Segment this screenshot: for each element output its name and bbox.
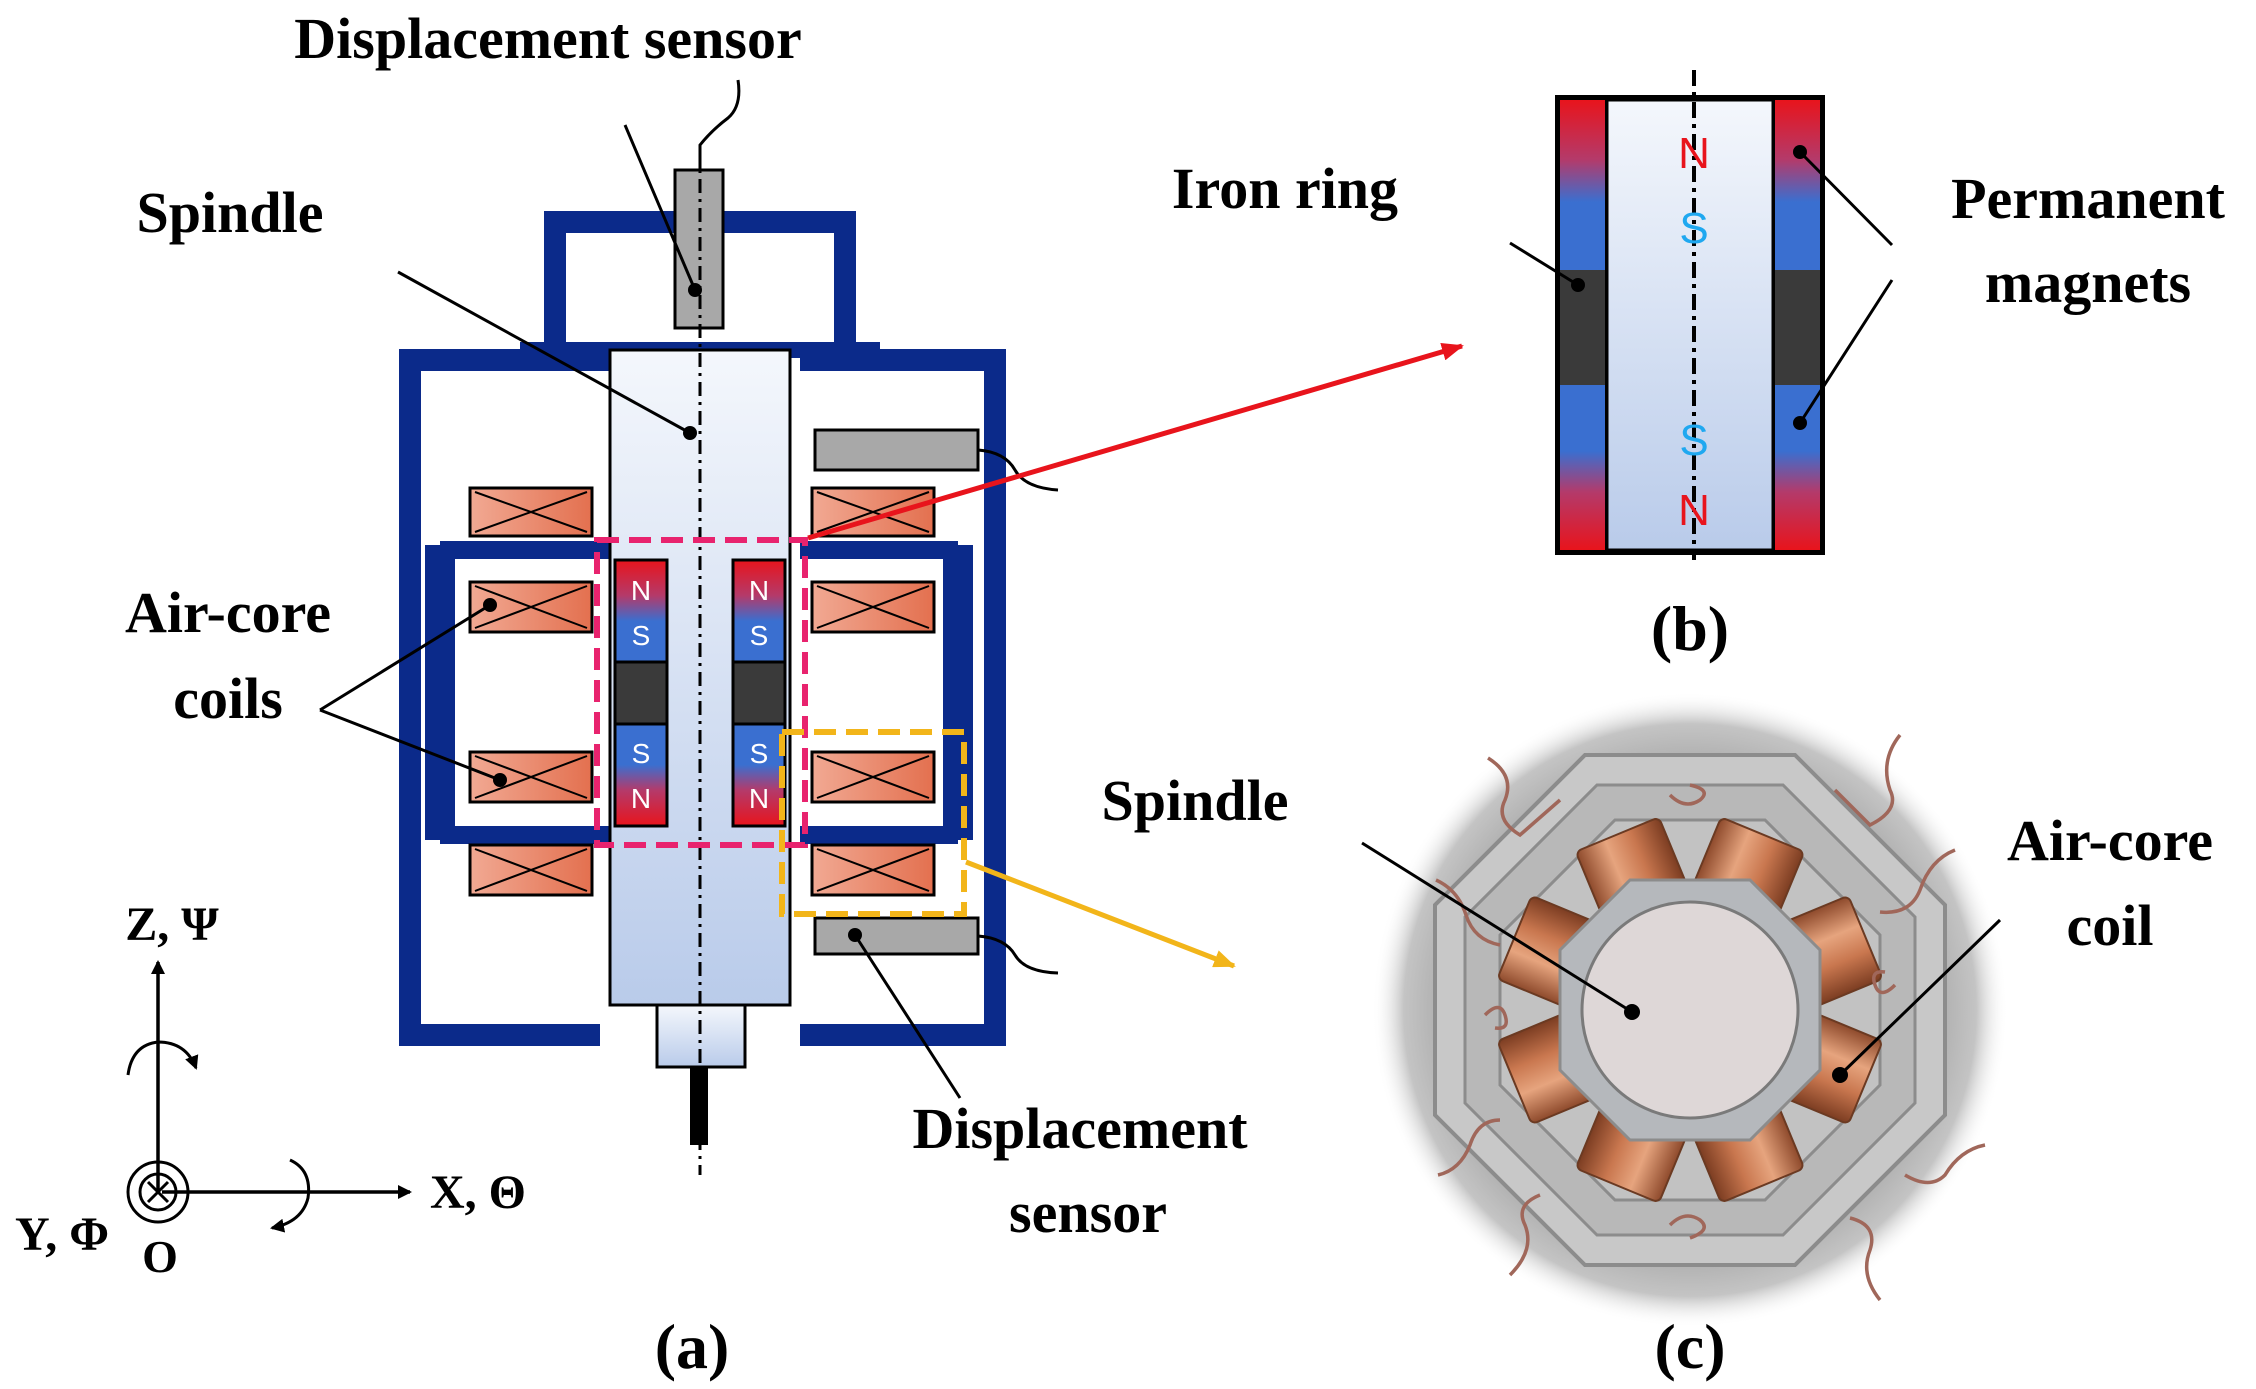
pole-label: S xyxy=(750,620,769,651)
top-sensor-wire xyxy=(698,79,741,170)
label-air-core-coil-1: Air-core xyxy=(2007,808,2213,873)
leader-dot xyxy=(1793,145,1807,159)
housing xyxy=(399,211,1006,1046)
leader-dot xyxy=(1793,416,1807,430)
panel-b: N S S N Iron ring Permanent magnets (b) xyxy=(1172,70,2226,664)
label-displacement-sensor-bottom-1: Displacement xyxy=(912,1096,1248,1161)
coil xyxy=(468,486,594,538)
y-axis-cross-icon xyxy=(146,1180,170,1204)
label-iron-ring: Iron ring xyxy=(1172,156,1398,221)
spindle-magnets: N S S N N S S N xyxy=(613,558,787,828)
leader-dot xyxy=(688,283,702,297)
magnet-detail-box xyxy=(594,537,808,848)
sensor-detail-box xyxy=(779,729,967,917)
leader-dot xyxy=(1832,1067,1848,1083)
caption-a: (a) xyxy=(655,1311,730,1382)
lower-side-sensor-wire xyxy=(977,934,1059,975)
z-rotation-icon xyxy=(126,1040,199,1076)
coil xyxy=(810,580,936,634)
label-permanent-magnets-2: magnets xyxy=(1985,250,2191,315)
leader-top-sensor xyxy=(623,124,697,291)
caption-b: (b) xyxy=(1651,593,1729,664)
spindle-core xyxy=(1605,98,1775,552)
x-rotation-icon xyxy=(270,1158,311,1233)
spindle-tail xyxy=(690,1067,708,1145)
iron-ring-right xyxy=(1775,270,1820,385)
upper-side-sensor xyxy=(813,428,980,472)
label-permanent-magnets-1: Permanent xyxy=(1951,166,2225,231)
pole-label: N xyxy=(631,783,651,814)
iron-ring-right xyxy=(731,660,787,726)
coil xyxy=(810,750,936,804)
pole-label: S xyxy=(750,738,769,769)
panel-c: Spindle Air-core coil (c) xyxy=(1102,692,2213,1382)
magnet-left-column xyxy=(1560,100,1605,270)
leader-coils xyxy=(319,603,501,782)
right-coils xyxy=(810,486,936,897)
lower-side-sensor xyxy=(813,916,980,956)
pole-label: N xyxy=(1678,129,1710,178)
axis-label-x: X, Θ xyxy=(430,1166,526,1219)
leader-bottom-sensor xyxy=(853,934,962,1099)
spindle-disc xyxy=(1580,900,1800,1120)
pole-label: S xyxy=(632,620,651,651)
pole-label: N xyxy=(1678,486,1710,535)
axis-label-origin: O xyxy=(142,1231,178,1282)
leader-spindle-c xyxy=(1361,841,1633,1014)
axis-label-z: Z, Ψ xyxy=(125,898,219,951)
leader-iron-ring xyxy=(1509,241,1579,287)
magnet-right-column xyxy=(1775,100,1820,270)
coil xyxy=(468,843,594,897)
axis-label-y: Y, Φ xyxy=(15,1208,109,1261)
coordinate-system: Z, Ψ X, Θ Y, Φ O xyxy=(15,898,526,1282)
pole-label: S xyxy=(1679,204,1708,253)
pole-label: N xyxy=(631,575,651,606)
label-spindle: Spindle xyxy=(137,180,324,245)
pole-label: N xyxy=(749,575,769,606)
leader-dot xyxy=(683,426,697,440)
yellow-arrow-to-c xyxy=(965,859,1236,969)
red-arrow-to-b xyxy=(807,342,1464,541)
label-displacement-sensor-bottom-2: sensor xyxy=(1009,1180,1167,1245)
leader-permanent-magnets xyxy=(1798,150,1894,424)
label-spindle-c: Spindle xyxy=(1102,768,1289,833)
y-axis-out-icon-inner xyxy=(138,1172,178,1212)
coil xyxy=(810,843,936,897)
pole-label: N xyxy=(749,783,769,814)
label-air-core-coils-2: coils xyxy=(173,666,283,731)
leader-dot xyxy=(1624,1004,1640,1020)
leader-dot xyxy=(493,773,507,787)
label-displacement-sensor-top: Displacement sensor xyxy=(294,6,801,71)
label-air-core-coil-2: coil xyxy=(2067,893,2154,958)
upper-side-sensor-wire xyxy=(977,448,1059,492)
magnet-left-upper xyxy=(613,558,669,664)
pole-label: S xyxy=(632,738,651,769)
magnet-left-lower xyxy=(613,722,669,828)
iron-ring-left xyxy=(613,660,669,726)
coil-wires xyxy=(1435,733,1986,1302)
leader-dot xyxy=(483,598,497,612)
coil xyxy=(810,486,936,538)
label-air-core-coils-1: Air-core xyxy=(125,580,331,645)
magnet-right-column-lower xyxy=(1775,385,1820,550)
magnet-left-column-lower xyxy=(1560,385,1605,550)
leader-dot xyxy=(1571,278,1585,292)
panel-a: N S S N N S S N Displacement sensor Spin… xyxy=(15,6,1464,1382)
pole-label: S xyxy=(1679,416,1708,465)
y-axis-out-icon xyxy=(126,1160,190,1224)
leader-spindle xyxy=(397,270,691,435)
leader-air-core-coil xyxy=(1838,918,2002,1077)
caption-c: (c) xyxy=(1654,1311,1725,1382)
leader-dot xyxy=(848,928,862,942)
